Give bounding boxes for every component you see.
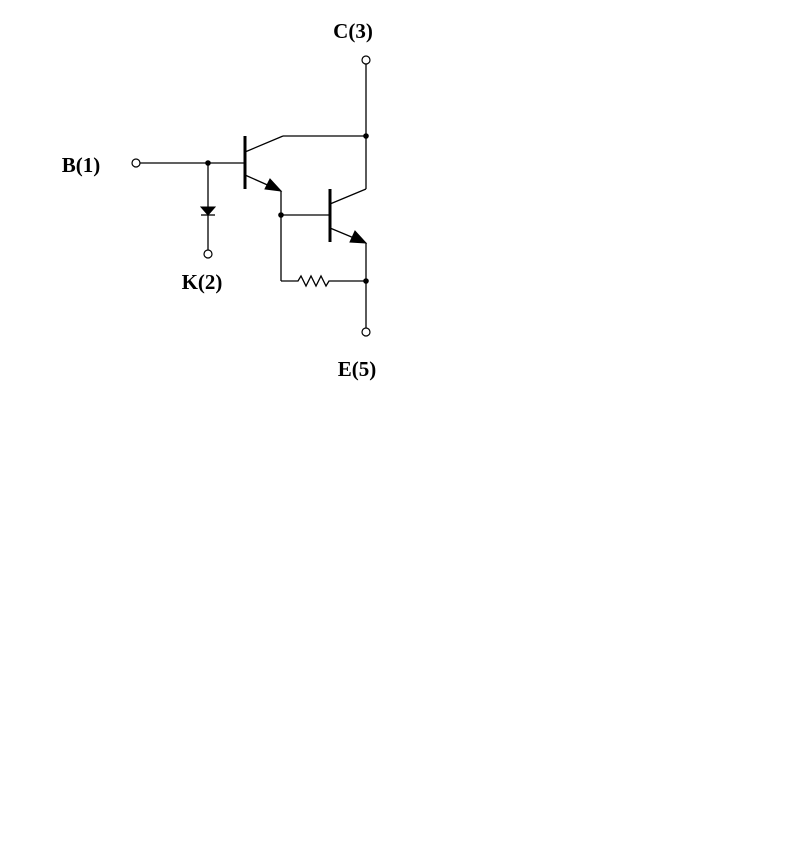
resistor (281, 274, 366, 288)
q1-collector-lead (244, 135, 284, 153)
base-terminal[interactable] (131, 158, 141, 168)
cathode-label: K(2) (182, 270, 223, 294)
emitter-junction-dot (363, 278, 369, 284)
cathode-terminal[interactable] (203, 249, 213, 259)
base-label: B(1) (62, 153, 101, 177)
q2-collector-lead (329, 188, 367, 205)
emitter-label: E(5) (338, 357, 377, 381)
diode-triangle (199, 206, 217, 216)
q1-emitter-arrow (264, 178, 283, 192)
collector-junction-dot (363, 133, 369, 139)
collector-label: C(3) (333, 19, 373, 43)
collector-terminal[interactable] (361, 55, 371, 65)
q2-emitter-arrow (349, 230, 368, 244)
emitter-terminal[interactable] (361, 327, 371, 337)
